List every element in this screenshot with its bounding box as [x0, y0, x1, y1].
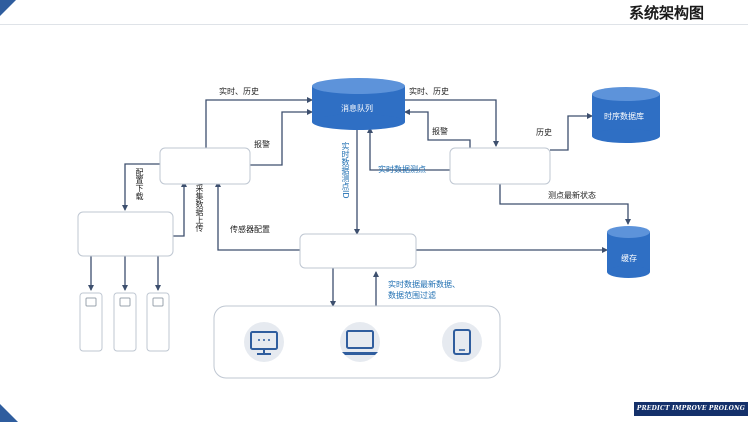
edge-label-realtime-latest-2: 数据范围过滤 — [388, 291, 436, 300]
sensor-device-1 — [79, 292, 103, 352]
edge-label-realtime-latest-1: 实时数据最新数据、 — [388, 280, 460, 289]
edge-label-alarm-left: 报警 — [254, 140, 270, 149]
cache-cylinder — [607, 226, 650, 278]
edge-queue-to-processor — [405, 99, 499, 147]
page-title: 系统架构图 — [628, 4, 704, 22]
edge-gateway-config-down — [122, 163, 160, 211]
timeseries-db-cylinder — [592, 87, 660, 143]
edge-label-sensor-config: 传感器配置 — [230, 225, 270, 234]
cache-label: 缓存 — [621, 254, 637, 263]
sensor-device-2 — [113, 292, 137, 352]
processor-box — [449, 147, 551, 185]
edge-label-point-latest-status: 测点最新状态 — [548, 191, 596, 200]
collector-box — [77, 211, 174, 257]
connection-lines — [88, 97, 631, 307]
edge-label-history: 历史 — [536, 128, 552, 137]
message-queue-cylinder — [312, 78, 405, 130]
edge-label-config-download: 配置下载 — [135, 168, 144, 200]
corner-decoration — [0, 0, 16, 16]
edge-processor-to-queue — [367, 127, 450, 171]
service-box — [299, 233, 417, 269]
edge-label-realtime-history-left: 实时、历史 — [219, 87, 259, 96]
laptop-icon — [340, 322, 380, 362]
edge-label-realtime-point: 实时数据测点 — [378, 165, 426, 174]
message-queue-label: 消息队列 — [341, 104, 373, 113]
monitor-icon — [244, 322, 284, 362]
edge-label-alarm-right: 报警 — [432, 127, 448, 136]
brand-footer: PREDICT IMPROVE PROLONG — [634, 402, 748, 416]
edge-label-collect-upload: 采集数据上传 — [195, 184, 204, 232]
gateway-box — [159, 147, 251, 185]
edge-processor-history — [550, 113, 593, 151]
edge-gateway-alarm-to-queue — [250, 109, 313, 166]
edge-sensor-config — [215, 181, 300, 251]
tablet-icon — [442, 322, 482, 362]
edge-label-realtime-history-right: 实时、历史 — [409, 87, 449, 96]
edge-label-realtime-point-id: 实时数据测点ID — [341, 142, 350, 199]
sensor-device-3 — [146, 292, 170, 352]
edge-gateway-to-queue — [205, 97, 313, 148]
corner-decoration-bottom — [0, 404, 18, 422]
edge-processor-alarm — [404, 109, 471, 148]
title-divider — [0, 24, 748, 25]
edge-processor-to-cache — [499, 184, 631, 225]
edge-collector-upload — [173, 181, 187, 237]
timeseries-db-label: 时序数据库 — [604, 112, 644, 121]
